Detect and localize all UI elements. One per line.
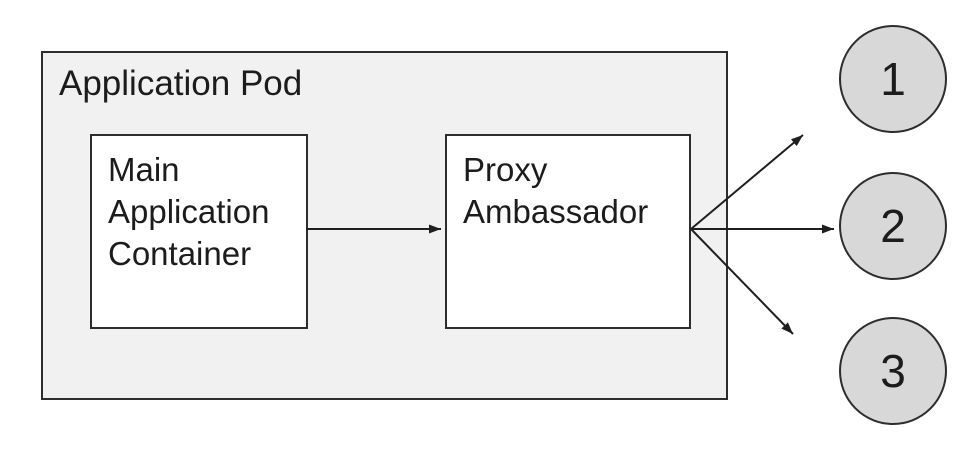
endpoint-circle-1-label: 1 bbox=[880, 53, 906, 105]
endpoint-circle-1: 1 bbox=[839, 25, 947, 133]
endpoint-circle-2: 2 bbox=[839, 172, 947, 280]
node-main-application-container: Main Application Container bbox=[90, 134, 308, 329]
endpoint-circle-3-label: 3 bbox=[880, 345, 906, 397]
application-pod-group: Application Pod Main Application Contain… bbox=[41, 51, 728, 400]
endpoint-circle-3: 3 bbox=[839, 317, 947, 425]
node-main-application-container-label: Main Application Container bbox=[108, 151, 270, 272]
node-proxy-ambassador: Proxy Ambassador bbox=[445, 134, 691, 329]
endpoint-circle-2-label: 2 bbox=[880, 200, 906, 252]
pod-title: Application Pod bbox=[59, 64, 303, 103]
node-proxy-ambassador-label: Proxy Ambassador bbox=[463, 151, 649, 230]
